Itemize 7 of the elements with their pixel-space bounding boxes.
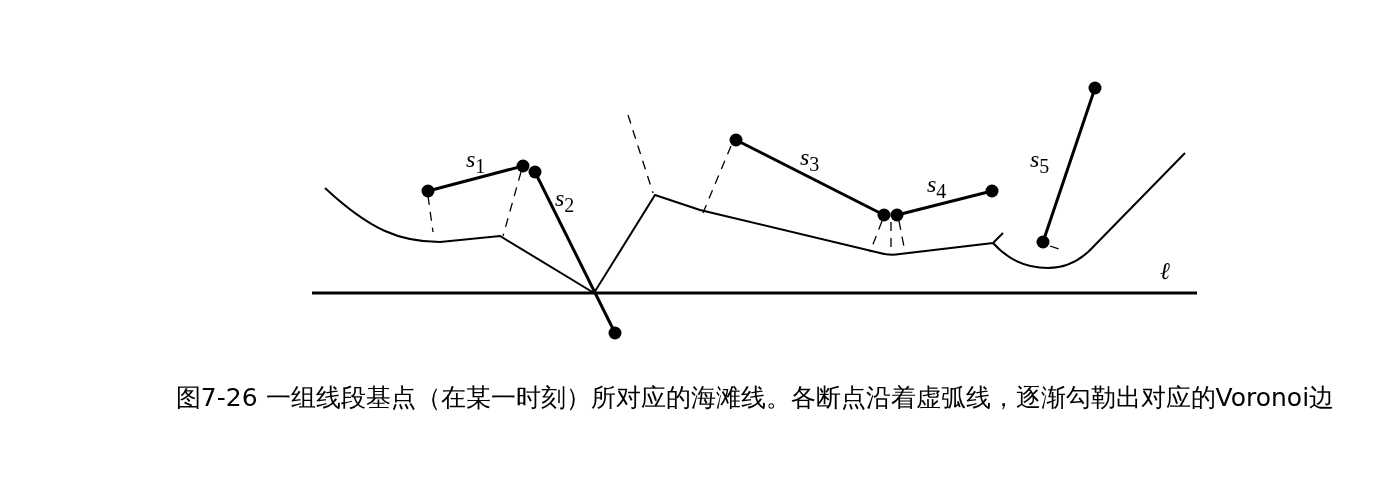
segment-label: s$_{1}$ xyxy=(466,146,486,179)
segment-label: s$_{2}$ xyxy=(555,185,575,218)
segment-label: s$_{5}$ xyxy=(1030,146,1050,179)
segment-label: s$_{3}$ xyxy=(800,144,820,177)
sweep-line-label: ℓ xyxy=(1160,258,1170,284)
segment-label: s$_{4}$ xyxy=(927,171,947,204)
figure-caption: 图7-26 一组线段基点（在某一时刻）所对应的海滩线。各断点沿着虚弧线，逐渐勾勒出对应的Voronoi边 xyxy=(174,382,1336,414)
